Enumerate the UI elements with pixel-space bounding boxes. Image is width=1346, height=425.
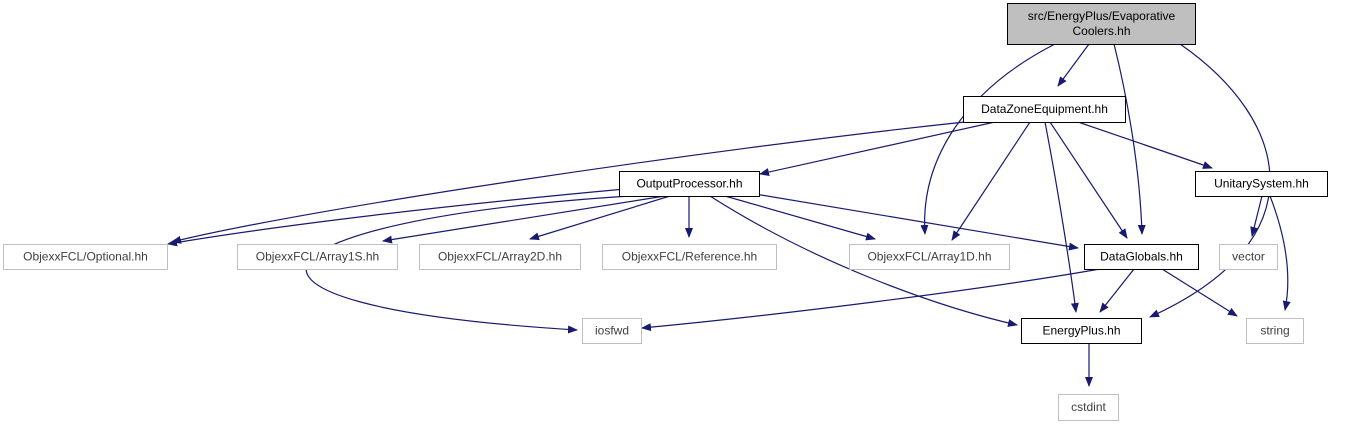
node-label: ObjexxFCL/Array1D.hh (867, 250, 991, 264)
node-label: cstdint (1071, 400, 1106, 414)
edge-datazone-to-array1d (951, 121, 1031, 241)
node-dataglobals[interactable]: DataGlobals.hh (1084, 244, 1199, 270)
node-box (1058, 394, 1119, 421)
edge-dataglobals-to-string (1161, 268, 1238, 317)
edge-datazone-to-energyplus (1044, 121, 1079, 313)
node-array2d: ObjexxFCL/Array2D.hh (419, 244, 581, 270)
node-label: string (1260, 324, 1289, 338)
node-optional: ObjexxFCL/Optional.hh (3, 244, 168, 270)
edge-unitary-to-vector (1250, 195, 1263, 237)
node-label: vector (1232, 250, 1265, 264)
node-array1d: ObjexxFCL/Array1D.hh (849, 244, 1010, 270)
node-box (3, 244, 168, 270)
edge-datazone-to-unitary (1077, 121, 1213, 169)
node-box (619, 171, 760, 197)
node-reference: ObjexxFCL/Reference.hh (602, 244, 777, 270)
edge-root-to-array1d (920, 43, 1056, 235)
edge-output-to-array1s (382, 195, 666, 244)
edge-root-to-dataglobals (1113, 43, 1146, 235)
node-box (1007, 3, 1196, 45)
node-vector: vector (1219, 244, 1278, 270)
node-label: OutputProcessor.hh (636, 177, 742, 191)
edge-output-to-energyplus (709, 195, 1018, 327)
edge-dataglobals-to-energyplus (1099, 268, 1135, 313)
node-box (963, 96, 1126, 123)
edge-datazone-to-output (759, 121, 996, 176)
node-label: ObjexxFCL/Array1S.hh (256, 250, 379, 264)
node-cstdint: cstdint (1058, 394, 1119, 421)
node-box (1246, 318, 1304, 344)
node-box (602, 244, 777, 270)
node-box (849, 244, 1010, 270)
node-string: string (1246, 318, 1304, 344)
node-label: EnergyPlus.hh (1042, 324, 1120, 338)
node-label: DataGlobals.hh (1100, 250, 1183, 264)
node-label: src/EnergyPlus/Evaporative (1028, 9, 1176, 23)
node-box (1195, 171, 1328, 197)
node-box (1084, 244, 1199, 270)
node-label: Coolers.hh (1072, 24, 1130, 38)
node-label: ObjexxFCL/Optional.hh (23, 250, 148, 264)
node-label: DataZoneEquipment.hh (981, 102, 1108, 116)
node-unitary[interactable]: UnitarySystem.hh (1195, 171, 1328, 197)
node-datazone[interactable]: DataZoneEquipment.hh (963, 96, 1126, 123)
node-iosfwd: iosfwd (582, 318, 642, 344)
node-label: ObjexxFCL/Array2D.hh (438, 250, 562, 264)
edge-output-to-array2d (529, 195, 671, 241)
node-box (419, 244, 581, 270)
node-label: UnitarySystem.hh (1214, 177, 1309, 191)
node-output[interactable]: OutputProcessor.hh (619, 171, 760, 197)
node-energyplus[interactable]: EnergyPlus.hh (1021, 318, 1142, 344)
edge-output-to-dataglobals (754, 193, 1079, 251)
node-label: iosfwd (595, 324, 629, 338)
edge-datazone-to-dataglobals (1049, 121, 1128, 239)
edge-output-to-optional (167, 188, 626, 247)
node-box (1219, 244, 1278, 270)
edge-dataglobals-to-iosfwd (641, 268, 1101, 332)
node-box (1021, 318, 1142, 344)
edge-root-to-datazone (1057, 43, 1090, 87)
node-array1s: ObjexxFCL/Array1S.hh (237, 244, 398, 270)
edge-output-to-array1d (724, 195, 876, 241)
node-label: ObjexxFCL/Reference.hh (622, 250, 757, 264)
edge-unitary-to-string (1269, 195, 1291, 311)
node-box (237, 244, 398, 270)
edge-datazone-to-optional (171, 121, 966, 244)
node-box (582, 318, 642, 344)
